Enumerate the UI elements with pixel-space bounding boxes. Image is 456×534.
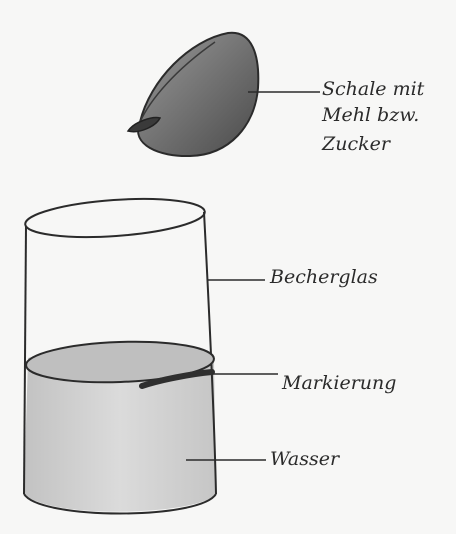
- label-beaker: Becherglas: [270, 266, 378, 288]
- label-bowl-line3: Zucker: [322, 133, 390, 155]
- bowl: [128, 33, 258, 156]
- beaker: [24, 194, 216, 514]
- label-bowl-line2: Mehl bzw.: [322, 104, 419, 126]
- label-marking: Markierung: [282, 372, 396, 394]
- bowl-body: [138, 33, 258, 156]
- label-water: Wasser: [270, 448, 339, 470]
- label-bowl-line1: Schale mit: [322, 78, 424, 100]
- beaker-top-opening: [24, 194, 206, 242]
